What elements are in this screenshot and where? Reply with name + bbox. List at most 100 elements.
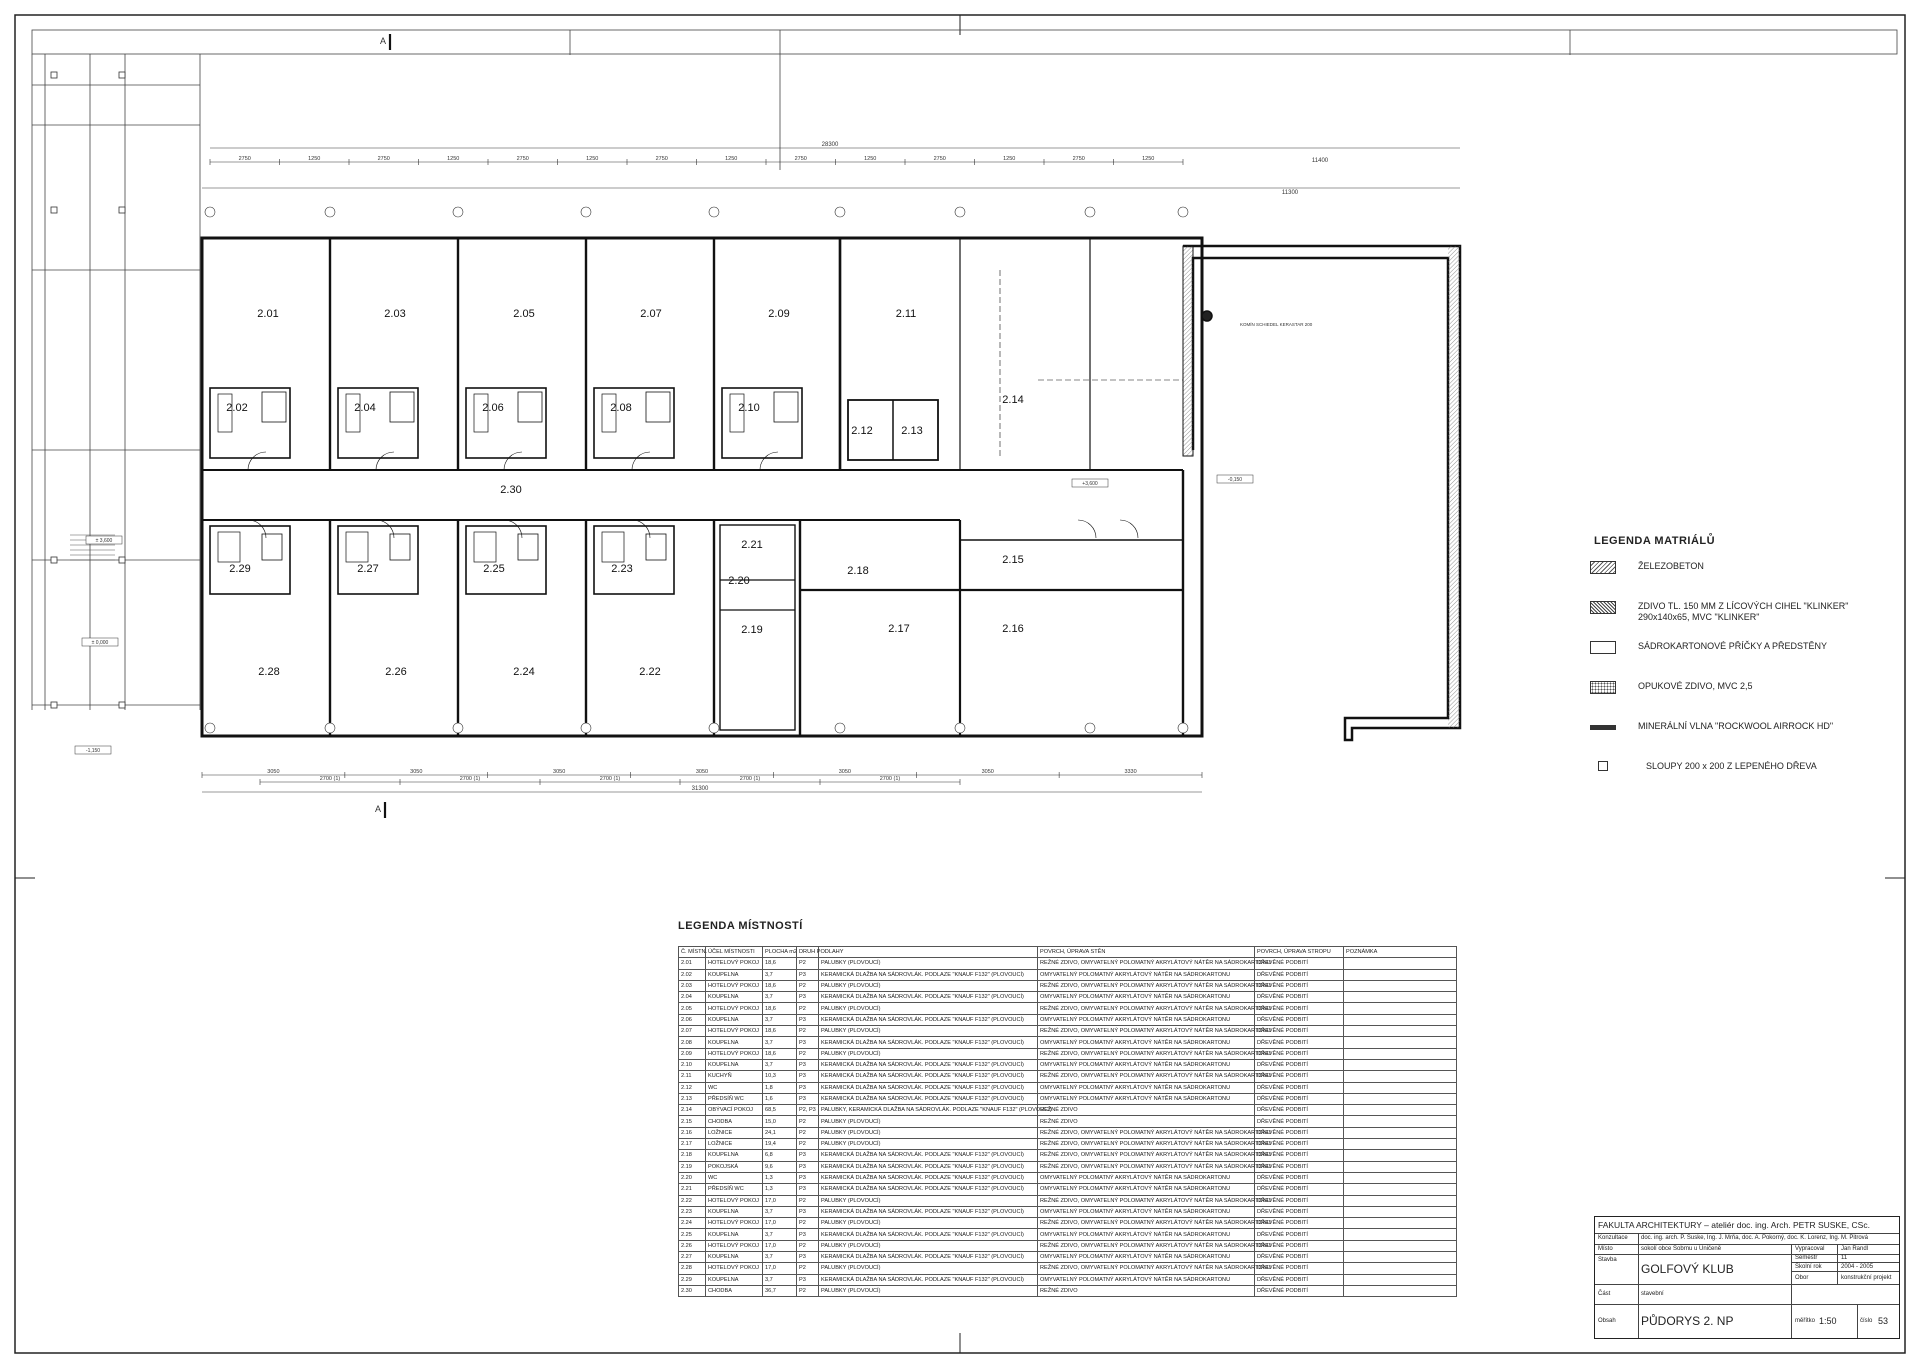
table-cell: DŘEVĚNÉ PODBITÍ [1254,1194,1344,1207]
table-cell: DŘEVĚNÉ PODBITÍ [1254,1183,1344,1196]
table-cell: 68,5 [762,1104,797,1117]
room-legend: LEGENDA MÍSTNOSTÍ Č. MÍSTN.ÚČEL MÍSTNOST… [678,920,1457,1298]
table-cell [1343,1183,1457,1196]
room-label: 2.11 [896,308,917,320]
room-label: 2.05 [513,308,534,320]
tb-semester-label: Semestr [1792,1254,1838,1263]
table-cell: OMYVATELNÝ POLOMATNÝ AKRYLÁTOVÝ NÁTĚR NA… [1037,1013,1255,1027]
material-legend-item: SÁDROKARTONOVÉ PŘÍČKY A PŘEDSTĚNY [1590,641,1890,681]
table-cell [1343,1284,1457,1298]
overall-bottom-dimension: 31300 [692,786,709,792]
dimension-label: 2700 (1) [320,776,341,782]
level-tag: ± 0,000 [92,640,109,646]
table-cell: DŘEVĚNÉ PODBITÍ [1254,1205,1344,1219]
room-label: 2.25 [483,563,504,575]
table-cell: DŘEVĚNÉ PODBITÍ [1254,1070,1344,1083]
room-label: 2.12 [851,425,872,437]
table-cell: P3 [796,1251,819,1264]
table-cell [1343,1036,1457,1049]
dimension-label: 2700 (1) [460,776,481,782]
dimension-label: 1250 [1003,156,1015,162]
table-cell: P3 [796,991,819,1004]
table-cell: REŽNÉ ZDIVO, OMYVATELNÝ POLOMATNÝ AKRYLÁ… [1037,979,1271,993]
table-cell: PALUBKY (PLOVOUCÍ) [818,1284,1038,1298]
table-cell: PALUBKY (PLOVOUCÍ) [818,1138,1038,1151]
table-cell [1343,1205,1457,1219]
table-cell [1343,1160,1457,1173]
room-label: 2.10 [738,402,759,414]
table-cell [1343,1025,1457,1038]
table-cell: 3,7 [762,1036,797,1049]
table-cell: P2 [796,1002,819,1015]
dimension-label: 2700 (1) [600,776,621,782]
table-cell: 2.24 [678,1217,706,1230]
table-cell: 1,8 [762,1081,797,1094]
room-label: 2.23 [611,563,632,575]
tb-sheet-value: 53 [1878,1316,1889,1326]
table-cell [1343,1092,1457,1106]
table-cell: POKOJSKÁ [705,1160,763,1173]
table-cell [1343,1251,1457,1264]
table-cell: 10,3 [762,1070,797,1083]
table-cell: 2.25 [678,1228,706,1241]
table-cell [1343,957,1457,970]
table-cell: 3,7 [762,1205,797,1219]
table-cell: 2.14 [678,1104,706,1117]
table-cell: KERAMICKÁ DLAŽBA NA SÁDROVLÁK. PODLAZE "… [818,1058,1038,1072]
table-cell: 17,0 [762,1262,797,1275]
table-cell: P2 [796,1047,819,1060]
material-label: OPUKOVÉ ZDIVO, MVC 2,5 [1638,681,1753,691]
dimension-label: 2750 [1073,156,1085,162]
table-cell: 3,7 [762,1228,797,1241]
table-cell: DŘEVĚNÉ PODBITÍ [1254,991,1344,1004]
table-cell: PŘEDSÍŇ WC [705,1092,763,1106]
table-cell: 2.02 [678,968,706,981]
table-cell: KERAMICKÁ DLAŽBA NA SÁDROVLÁK. PODLAZE "… [818,1228,1038,1241]
table-cell: P3 [796,1228,819,1241]
table-cell: REŽNÉ ZDIVO, OMYVATELNÝ POLOMATNÝ AKRYLÁ… [1037,1160,1271,1173]
tb-content-value: PŮDORYS 2. NP [1638,1304,1792,1338]
table-cell: PALUBKY (PLOVOUCÍ) [818,979,1038,993]
table-cell: OMYVATELNÝ POLOMATNÝ AKRYLÁTOVÝ NÁTĚR NA… [1037,1183,1255,1196]
tb-blank [1792,1284,1899,1304]
table-cell: P3 [796,1013,819,1027]
table-cell: PALUBKY (PLOVOUCÍ) [818,1115,1038,1128]
tb-field-label: Obor [1792,1272,1838,1284]
table-cell: DŘEVĚNÉ PODBITÍ [1254,957,1344,970]
table-cell: DŘEVĚNÉ PODBITÍ [1254,1160,1344,1173]
table-cell [1343,1126,1457,1140]
table-cell: 36,7 [762,1284,797,1298]
table-cell: 2.19 [678,1160,706,1173]
table-cell: KOUPELNA [705,1013,763,1027]
table-cell: 18,6 [762,1047,797,1060]
table-cell: PALUBKY (PLOVOUCÍ) [818,957,1038,970]
dimension-label: 3050 [553,769,565,775]
title-block: FAKULTA ARCHITEKTURY – ateliér doc. ing.… [1594,1216,1900,1339]
material-legend-title: LEGENDA MATRIÁLŮ [1594,535,1716,547]
dimension-label: 2750 [378,156,390,162]
table-cell: LOŽNICE [705,1138,763,1151]
table-cell: KERAMICKÁ DLAŽBA NA SÁDROVLÁK. PODLAZE "… [818,1036,1038,1049]
table-cell: KOUPELNA [705,968,763,981]
table-cell: DŘEVĚNÉ PODBITÍ [1254,1171,1344,1185]
material-legend-item: MINERÁLNÍ VLNA "ROCKWOOL AIRROCK HD" [1590,721,1890,761]
level-tag: -0,150 [1228,477,1242,483]
dimension-label: 3050 [410,769,422,775]
level-tag: -1,150 [86,748,100,754]
table-cell: KOUPELNA [705,1205,763,1219]
